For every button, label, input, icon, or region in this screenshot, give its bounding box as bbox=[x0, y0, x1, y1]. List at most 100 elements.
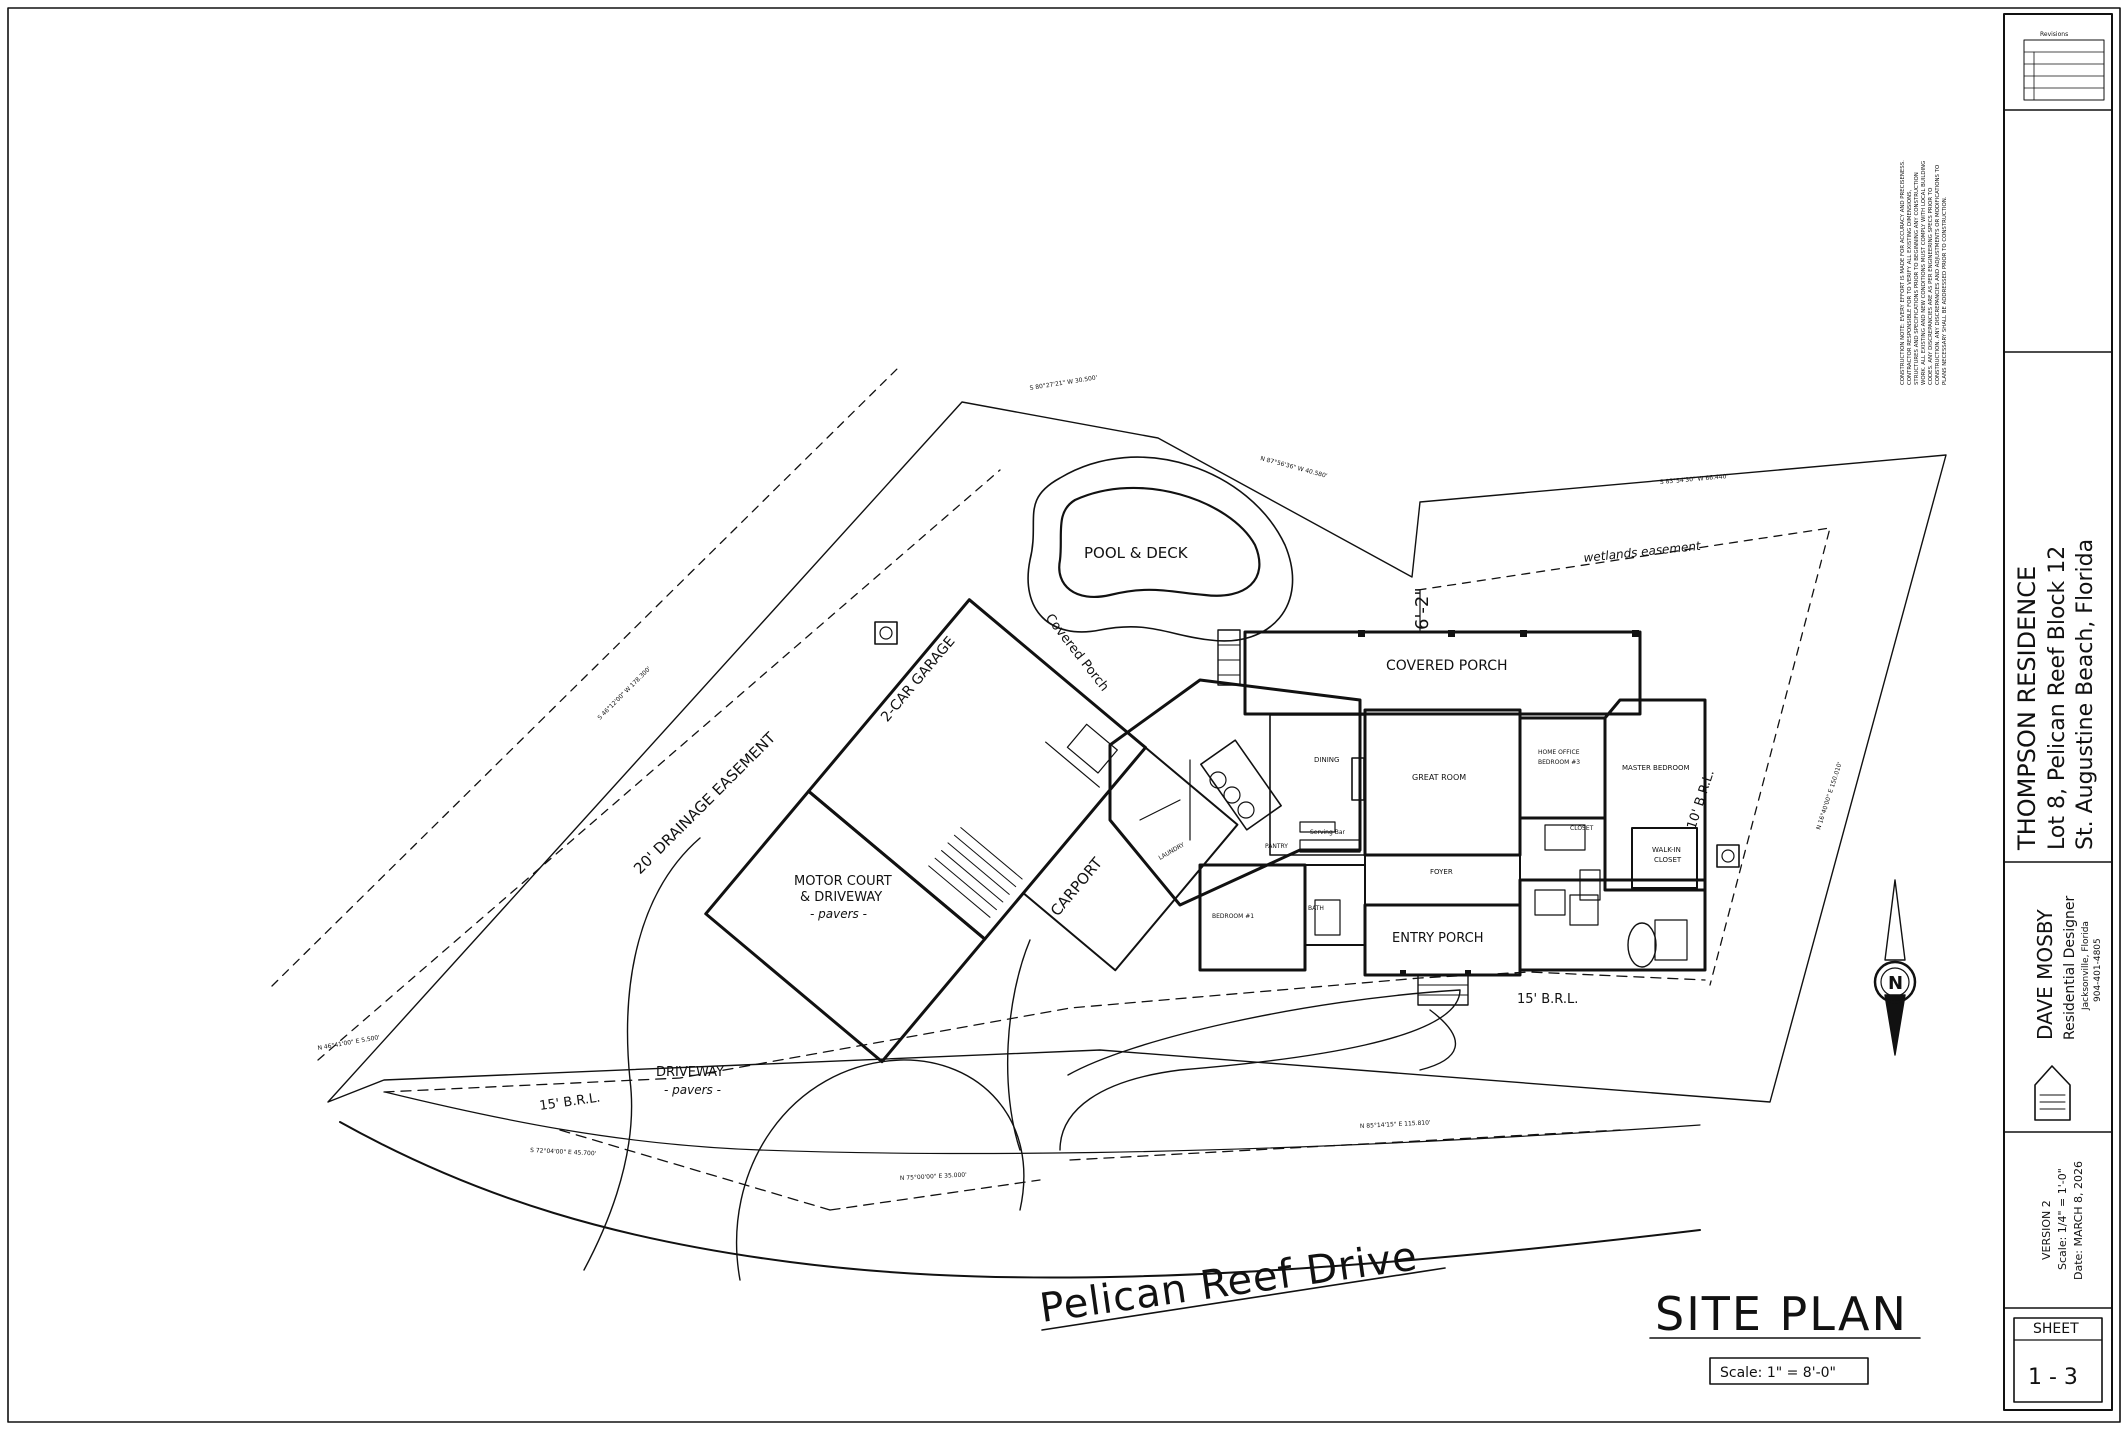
sheet-border bbox=[7, 7, 2121, 1423]
north-arrow bbox=[1873, 879, 1917, 1056]
bottom-dashed-line-2 bbox=[829, 1179, 1041, 1211]
driveway-edge-right bbox=[1006, 939, 1031, 1151]
motor-court-line1: MOTOR COURT bbox=[794, 874, 892, 889]
bearing-bot-3: S 72°04'00" E 45.700' bbox=[530, 1147, 597, 1157]
bearing-right: N 16°40'00" E 150.010' bbox=[1815, 761, 1844, 831]
bedroom3-label: BEDROOM #3 bbox=[1538, 759, 1580, 766]
pool-deck-outline bbox=[1027, 456, 1294, 642]
designer-logo bbox=[2034, 1065, 2071, 1121]
great-room-outline bbox=[1363, 708, 1522, 857]
bathtub bbox=[1627, 922, 1657, 968]
bearing-left: S 46°12'00" W 178.300' bbox=[596, 665, 652, 721]
brl-front-left: 15' B.R.L. bbox=[538, 1091, 601, 1114]
home-office-outline bbox=[1518, 716, 1607, 820]
revisions-label: Revisions bbox=[2040, 31, 2068, 38]
date-label: Date: MARCH 8, 2026 bbox=[2072, 1161, 2085, 1280]
garage-label: 2-CAR GARAGE bbox=[878, 634, 958, 726]
foyer-outline bbox=[1364, 854, 1521, 906]
carport-outline bbox=[704, 789, 987, 1064]
walkin-label-1: WALK-IN bbox=[1652, 846, 1681, 854]
bath-left-outline bbox=[1304, 864, 1366, 946]
walkin-closet-outline bbox=[1631, 827, 1698, 889]
driveway-edge-left bbox=[583, 837, 701, 1271]
bath-master-outline bbox=[1518, 878, 1707, 972]
street-name: Pelican Reef Drive bbox=[1037, 1233, 1420, 1332]
motor-court-line2: & DRIVEWAY bbox=[800, 890, 882, 905]
dining-outline bbox=[1269, 714, 1366, 856]
dimension-label: 6'-2" bbox=[1412, 587, 1433, 630]
front-setback-line bbox=[383, 971, 1706, 1093]
designer-phone: 904-401-4805 bbox=[2093, 938, 2103, 1002]
covered-porch-outline bbox=[1243, 630, 1642, 716]
bearing-top-1: S 80°27'21" W 30.500' bbox=[1029, 374, 1098, 392]
dining-label: DINING bbox=[1314, 756, 1339, 764]
bearing-bot-1: N 85°14'15" E 115.810' bbox=[1360, 1119, 1431, 1130]
brl-front-right: 15' B.R.L. bbox=[1517, 992, 1578, 1007]
brl-side: 10' B.R.L. bbox=[1685, 768, 1718, 831]
pool-label: POOL & DECK bbox=[1084, 544, 1189, 562]
carport-label: CARPORT bbox=[1047, 853, 1107, 919]
home-office-label: HOME OFFICE bbox=[1538, 749, 1580, 756]
covered-porch-small bbox=[1022, 746, 1239, 972]
covered-porch-small-label: Covered Porch bbox=[1042, 611, 1112, 694]
bearing-top-3: S 83°54'30" W 66.440' bbox=[1660, 473, 1729, 486]
bearing-top-2: N 87°56'36" W 40.580' bbox=[1259, 455, 1328, 480]
master-bedroom-label: MASTER BEDROOM bbox=[1622, 764, 1690, 772]
scale-label: Scale: 1" = 8'-0" bbox=[1720, 1365, 1836, 1381]
construction-notes: CONSTRUCTION NOTE: EVERY EFFORT IS MADE … bbox=[1900, 160, 1948, 385]
fireplace bbox=[1351, 757, 1365, 801]
master-bedroom-outline bbox=[1603, 698, 1707, 892]
tb-scale-label: Scale: 1/4" = 1'-0" bbox=[2056, 1168, 2069, 1270]
walkin-label-2: CLOSET bbox=[1654, 856, 1682, 864]
entry-walk bbox=[1419, 1009, 1457, 1071]
sheet-label: SHEET bbox=[2033, 1321, 2079, 1337]
entry-porch-label: ENTRY PORCH bbox=[1392, 931, 1483, 946]
revision-table bbox=[2023, 39, 2105, 101]
drainage-easement-line-1 bbox=[271, 367, 899, 987]
bottom-dashed-line bbox=[559, 1129, 831, 1211]
ac-unit-right bbox=[1716, 844, 1740, 868]
turnaround-circle bbox=[735, 1059, 1025, 1281]
version-label: VERSION 2 bbox=[2040, 1200, 2053, 1260]
entry-steps bbox=[1417, 974, 1469, 1006]
closet-label: CLOSET bbox=[1570, 825, 1594, 832]
title-block-frame bbox=[2003, 13, 2113, 1411]
covered-porch-label: COVERED PORCH bbox=[1386, 658, 1508, 674]
driveway-line1: DRIVEWAY bbox=[656, 1065, 724, 1080]
ac-unit-left bbox=[874, 621, 898, 645]
designer-name: DAVE MOSBY bbox=[2033, 909, 2057, 1040]
sheet-title: SITE PLAN bbox=[1655, 1287, 1908, 1341]
driveway-line2: - pavers - bbox=[664, 1083, 721, 1097]
foyer-label: FOYER bbox=[1430, 868, 1453, 876]
motor-court-line3: - pavers - bbox=[810, 907, 867, 921]
drainage-label: 20' DRAINAGE EASEMENT bbox=[630, 728, 780, 878]
pantry-label: PANTRY bbox=[1265, 843, 1288, 850]
serving-bar-label: Serving Bar bbox=[1310, 829, 1345, 836]
drainage-easement-line-2 bbox=[317, 469, 1001, 1061]
great-room-label: GREAT ROOM bbox=[1412, 773, 1466, 782]
bath-label: BATH bbox=[1308, 905, 1324, 912]
project-city: St. Augustine Beach, Florida bbox=[2073, 539, 2098, 850]
street-edge-1 bbox=[339, 1121, 1701, 1279]
street-edge-2 bbox=[384, 1091, 1701, 1155]
pool-outline bbox=[1058, 486, 1261, 598]
north-letter: N bbox=[1888, 973, 1903, 994]
property-line bbox=[327, 401, 1947, 1103]
scale-box bbox=[1709, 1357, 1869, 1385]
sheet-number: 1 - 3 bbox=[2028, 1365, 2078, 1390]
garage-block bbox=[704, 598, 1239, 1064]
laundry-label: LAUNDRY bbox=[1158, 841, 1187, 861]
kitchen-wing-outline bbox=[1108, 678, 1362, 907]
designer-role: Residential Designer bbox=[2062, 895, 2078, 1040]
bedroom1-label: BEDROOM #1 bbox=[1212, 913, 1254, 920]
bearing-bot-2: N 75°00'00" E 35.000' bbox=[900, 1171, 968, 1182]
wetlands-easement-line bbox=[1417, 527, 1831, 986]
project-title: THOMPSON RESIDENCE bbox=[2013, 566, 2041, 851]
walkway-curve bbox=[1059, 989, 1461, 1151]
wetlands-label: wetlands easement bbox=[1583, 539, 1703, 565]
bearing-corner: N 46°41'00" E 5.500' bbox=[317, 1034, 381, 1052]
designer-city: Jacksonville, Florida bbox=[2081, 921, 2091, 1011]
project-lot: Lot 8, Pelican Reef Block 12 bbox=[2045, 546, 2070, 850]
